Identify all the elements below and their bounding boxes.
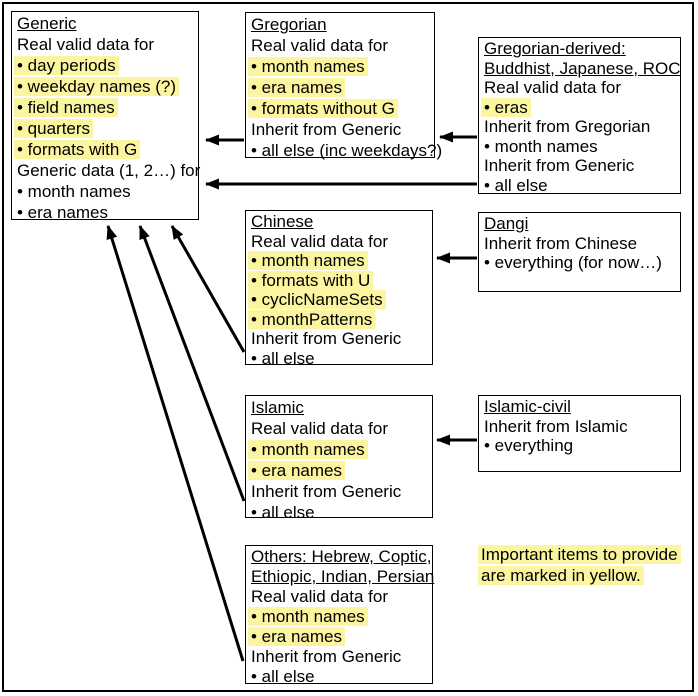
box-text-line: • era names <box>248 77 429 98</box>
box-text-line: Real valid data for <box>251 231 389 251</box>
box-text-line: • formats without G <box>248 98 429 119</box>
box-text-line: • month names <box>248 56 429 77</box>
box-text-line: • all else <box>484 175 548 195</box>
box-text-line: • month names <box>248 251 427 271</box>
box-title-line: Buddhist, Japanese, ROC <box>484 58 681 78</box>
box-text-line: Important items to provide <box>478 544 687 565</box>
box-text-line: Inherit from Islamic <box>484 416 628 436</box>
arrow-others-to-generic <box>106 225 245 662</box>
box-text-line: • monthPatterns <box>248 309 427 330</box>
box-text-line: Generic data (1, 2…) for <box>17 161 201 180</box>
box-text-line: Inherit from Generic <box>251 647 402 666</box>
box-text-line: • formats with U <box>248 270 427 291</box>
box-title-line: Gregorian-derived: <box>484 39 626 58</box>
box-text-line: • everything <box>484 436 574 455</box>
box-text-line: • era names <box>248 627 427 647</box>
box-text-line: • quarters <box>14 118 193 139</box>
box-text-line: Real valid data for <box>251 587 389 606</box>
box-text-line: • all else (inc weekdays?) <box>251 141 443 160</box>
arrow-chinese-to-generic <box>170 225 246 353</box>
box-text-line: • era names <box>248 460 427 481</box>
box-title-line: Islamic <box>251 398 304 417</box>
box-text-line: are marked in yellow. <box>478 565 687 586</box>
box-text-line: • month names <box>17 182 131 201</box>
box-text-line: Real valid data for <box>484 78 622 97</box>
box-text-line: • field names <box>14 97 193 118</box>
box-text-line: • all else <box>251 503 315 522</box>
box-text-line: • cyclicNameSets <box>248 290 427 310</box>
box-title-line: Ethiopic, Indian, Persian <box>251 567 435 586</box>
box-text-line: Inherit from Chinese <box>484 233 638 253</box>
box-text-line: Real valid data for <box>251 36 389 55</box>
box-gregorian-derived: Gregorian-derived:Buddhist, Japanese, RO… <box>478 37 681 195</box>
box-text-line: • formats with G <box>14 139 193 160</box>
box-text-line: • eras <box>481 97 675 118</box>
box-text-line: • month names <box>248 607 427 627</box>
box-text-line: • era names <box>17 203 108 222</box>
box-text-line: • all else <box>251 348 315 368</box>
box-title-line: Others: Hebrew, Coptic, <box>251 547 432 566</box>
box-text-line: • everything (for now…) <box>484 253 662 272</box>
box-text-line: Inherit from Generic <box>251 482 402 501</box>
box-text-line: • weekday names (?) <box>14 76 193 97</box>
box-title-line: Chinese <box>251 212 314 231</box>
box-title-line: Generic <box>17 14 77 33</box>
box-text-line: Real valid data for <box>17 35 155 54</box>
box-others: Others: Hebrew, Coptic,Ethiopic, Indian,… <box>245 545 435 686</box>
box-text-line: • month names <box>484 136 598 156</box>
box-title-line: Dangi <box>484 214 529 233</box>
box-text-line: Inherit from Gregorian <box>484 117 651 136</box>
box-title-line: Islamic-civil <box>484 397 571 416</box>
box-text-line: Inherit from Generic <box>251 120 402 139</box>
box-title-line: Gregorian <box>251 15 327 34</box>
arrow-islamic-to-generic <box>138 225 246 502</box>
box-text-line: Inherit from Generic <box>484 156 635 175</box>
box-text-line: Inherit from Generic <box>251 329 402 348</box>
box-text-line: Real valid data for <box>251 419 389 438</box>
box-text-line: • day periods <box>14 55 193 76</box>
box-text-line: • all else <box>251 667 315 686</box>
box-text-line: • month names <box>248 439 427 460</box>
